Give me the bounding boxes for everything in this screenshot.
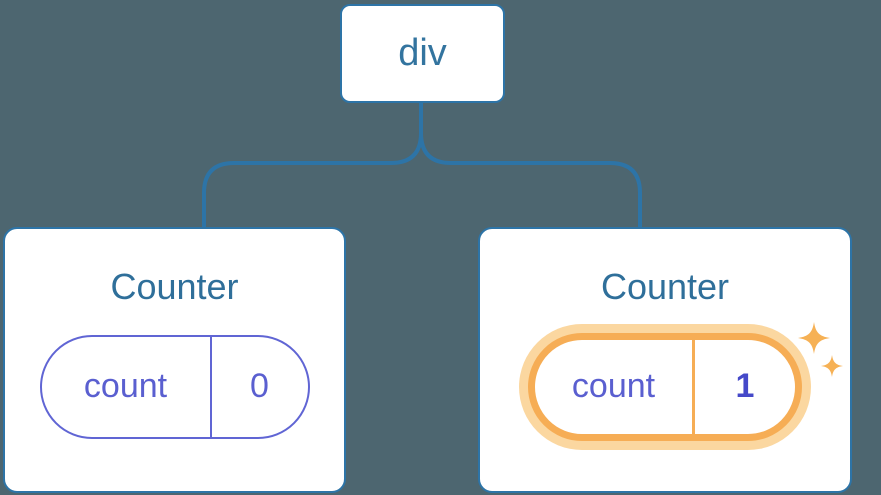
- sparkle-small: [821, 355, 843, 377]
- connector-branch-right: [419, 132, 642, 229]
- sparkles-icon: [798, 322, 843, 377]
- component-title: Counter: [600, 266, 730, 307]
- state-key: count: [83, 367, 168, 406]
- state-pill: count 0: [39, 334, 310, 439]
- root-node-div: div: [340, 4, 505, 103]
- root-node-label: div: [398, 32, 447, 74]
- component-title: Counter: [110, 266, 239, 307]
- state-value: 0: [209, 336, 308, 437]
- state-key: count: [571, 367, 656, 406]
- sparkle-large: [798, 322, 830, 354]
- state-value: 1: [692, 339, 795, 434]
- counter-card-2: Counter count 1: [478, 227, 852, 493]
- counter-card-1: Counter count 0: [3, 227, 346, 493]
- state-pill-highlighted: count 1: [528, 332, 802, 441]
- connector-branch-left: [202, 132, 423, 229]
